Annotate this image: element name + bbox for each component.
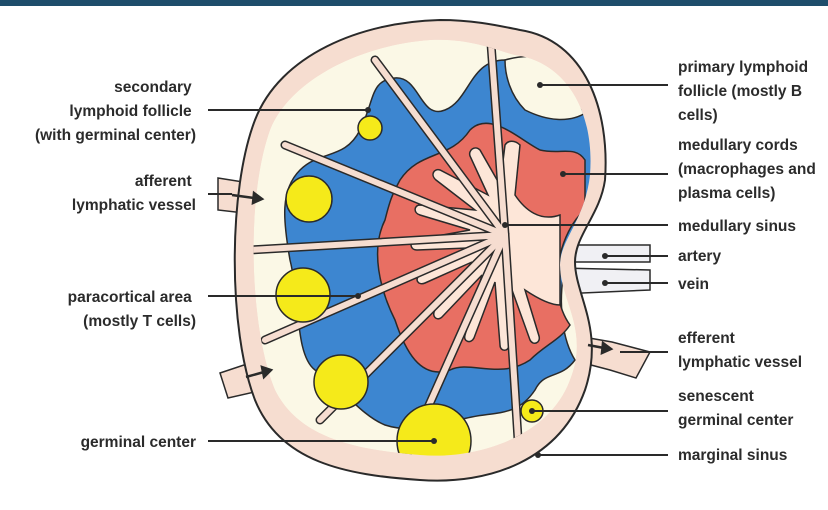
label-efferent-vessel: efferent lymphatic vessel: [678, 330, 802, 371]
label-vein: vein: [678, 276, 709, 293]
label-germinal-center: germinal center: [81, 434, 196, 451]
label-marginal-sinus: marginal sinus: [678, 447, 787, 464]
label-artery: artery: [678, 248, 721, 265]
germinal-center-1: [286, 176, 332, 222]
label-medullary-sinus: medullary sinus: [678, 218, 796, 235]
germinal-center-3: [314, 355, 368, 409]
label-medullary-cords: medullary cords (macrophages and plasma …: [678, 137, 820, 202]
label-afferent-vessel: afferent lymphatic vessel: [72, 173, 196, 214]
label-senescent-germinal-center: senescent germinal center: [678, 388, 793, 429]
germinal-center-small: [358, 116, 382, 140]
label-primary-follicle: primary lymphoid follicle (mostly B cell…: [678, 59, 812, 124]
label-secondary-follicle: secondary lymphoid follicle (with germin…: [35, 79, 196, 144]
label-paracortical-area: paracortical area (mostly T cells): [68, 289, 196, 330]
